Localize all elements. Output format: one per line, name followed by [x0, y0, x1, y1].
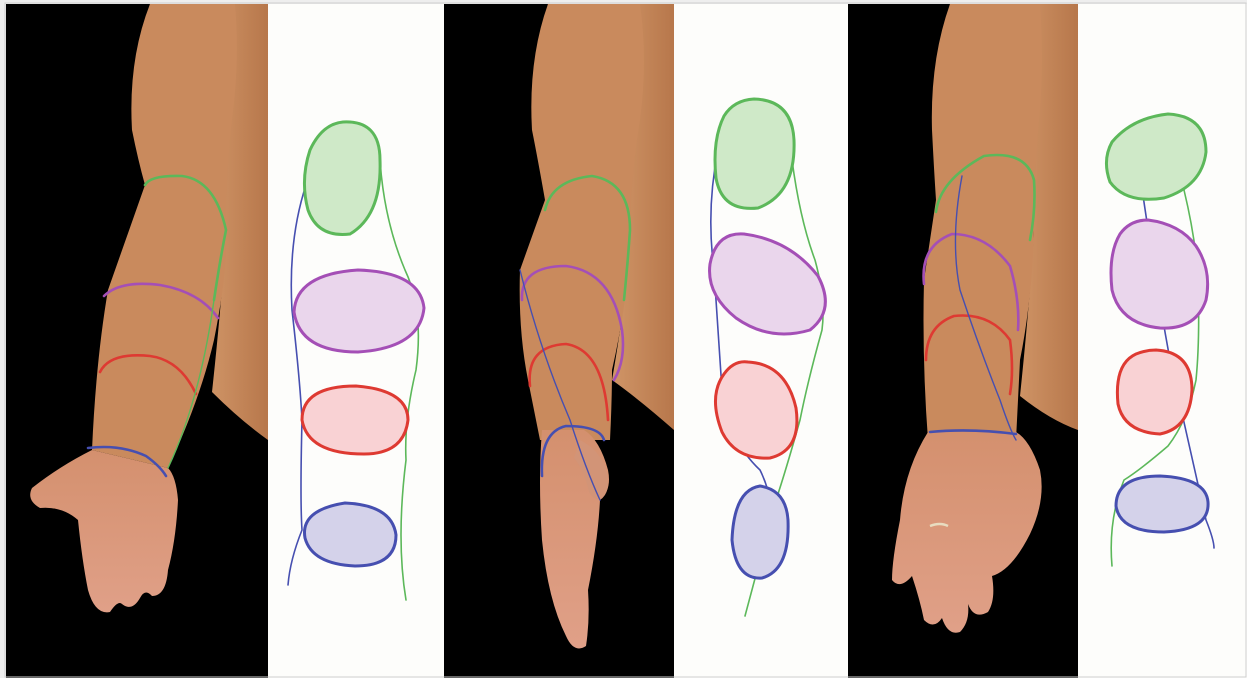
panel-1-diagram [268, 4, 444, 678]
wrist-cross-section [732, 486, 788, 578]
upper-cross-section [715, 99, 794, 208]
panel-3-diagram [1078, 4, 1247, 678]
lower-cross-section [302, 386, 408, 454]
panel-1-photo [6, 4, 268, 678]
panel-2-diagram [674, 4, 848, 678]
wrist-cross-section [1116, 476, 1208, 532]
lower-cross-section [1117, 350, 1192, 434]
middle-cross-section [294, 270, 424, 352]
diagram-background [1078, 4, 1247, 678]
panel-2-photo [444, 4, 674, 678]
panel-3-photo [848, 4, 1078, 678]
upper-cross-section [304, 122, 380, 235]
wrist-cross-section [305, 503, 397, 566]
